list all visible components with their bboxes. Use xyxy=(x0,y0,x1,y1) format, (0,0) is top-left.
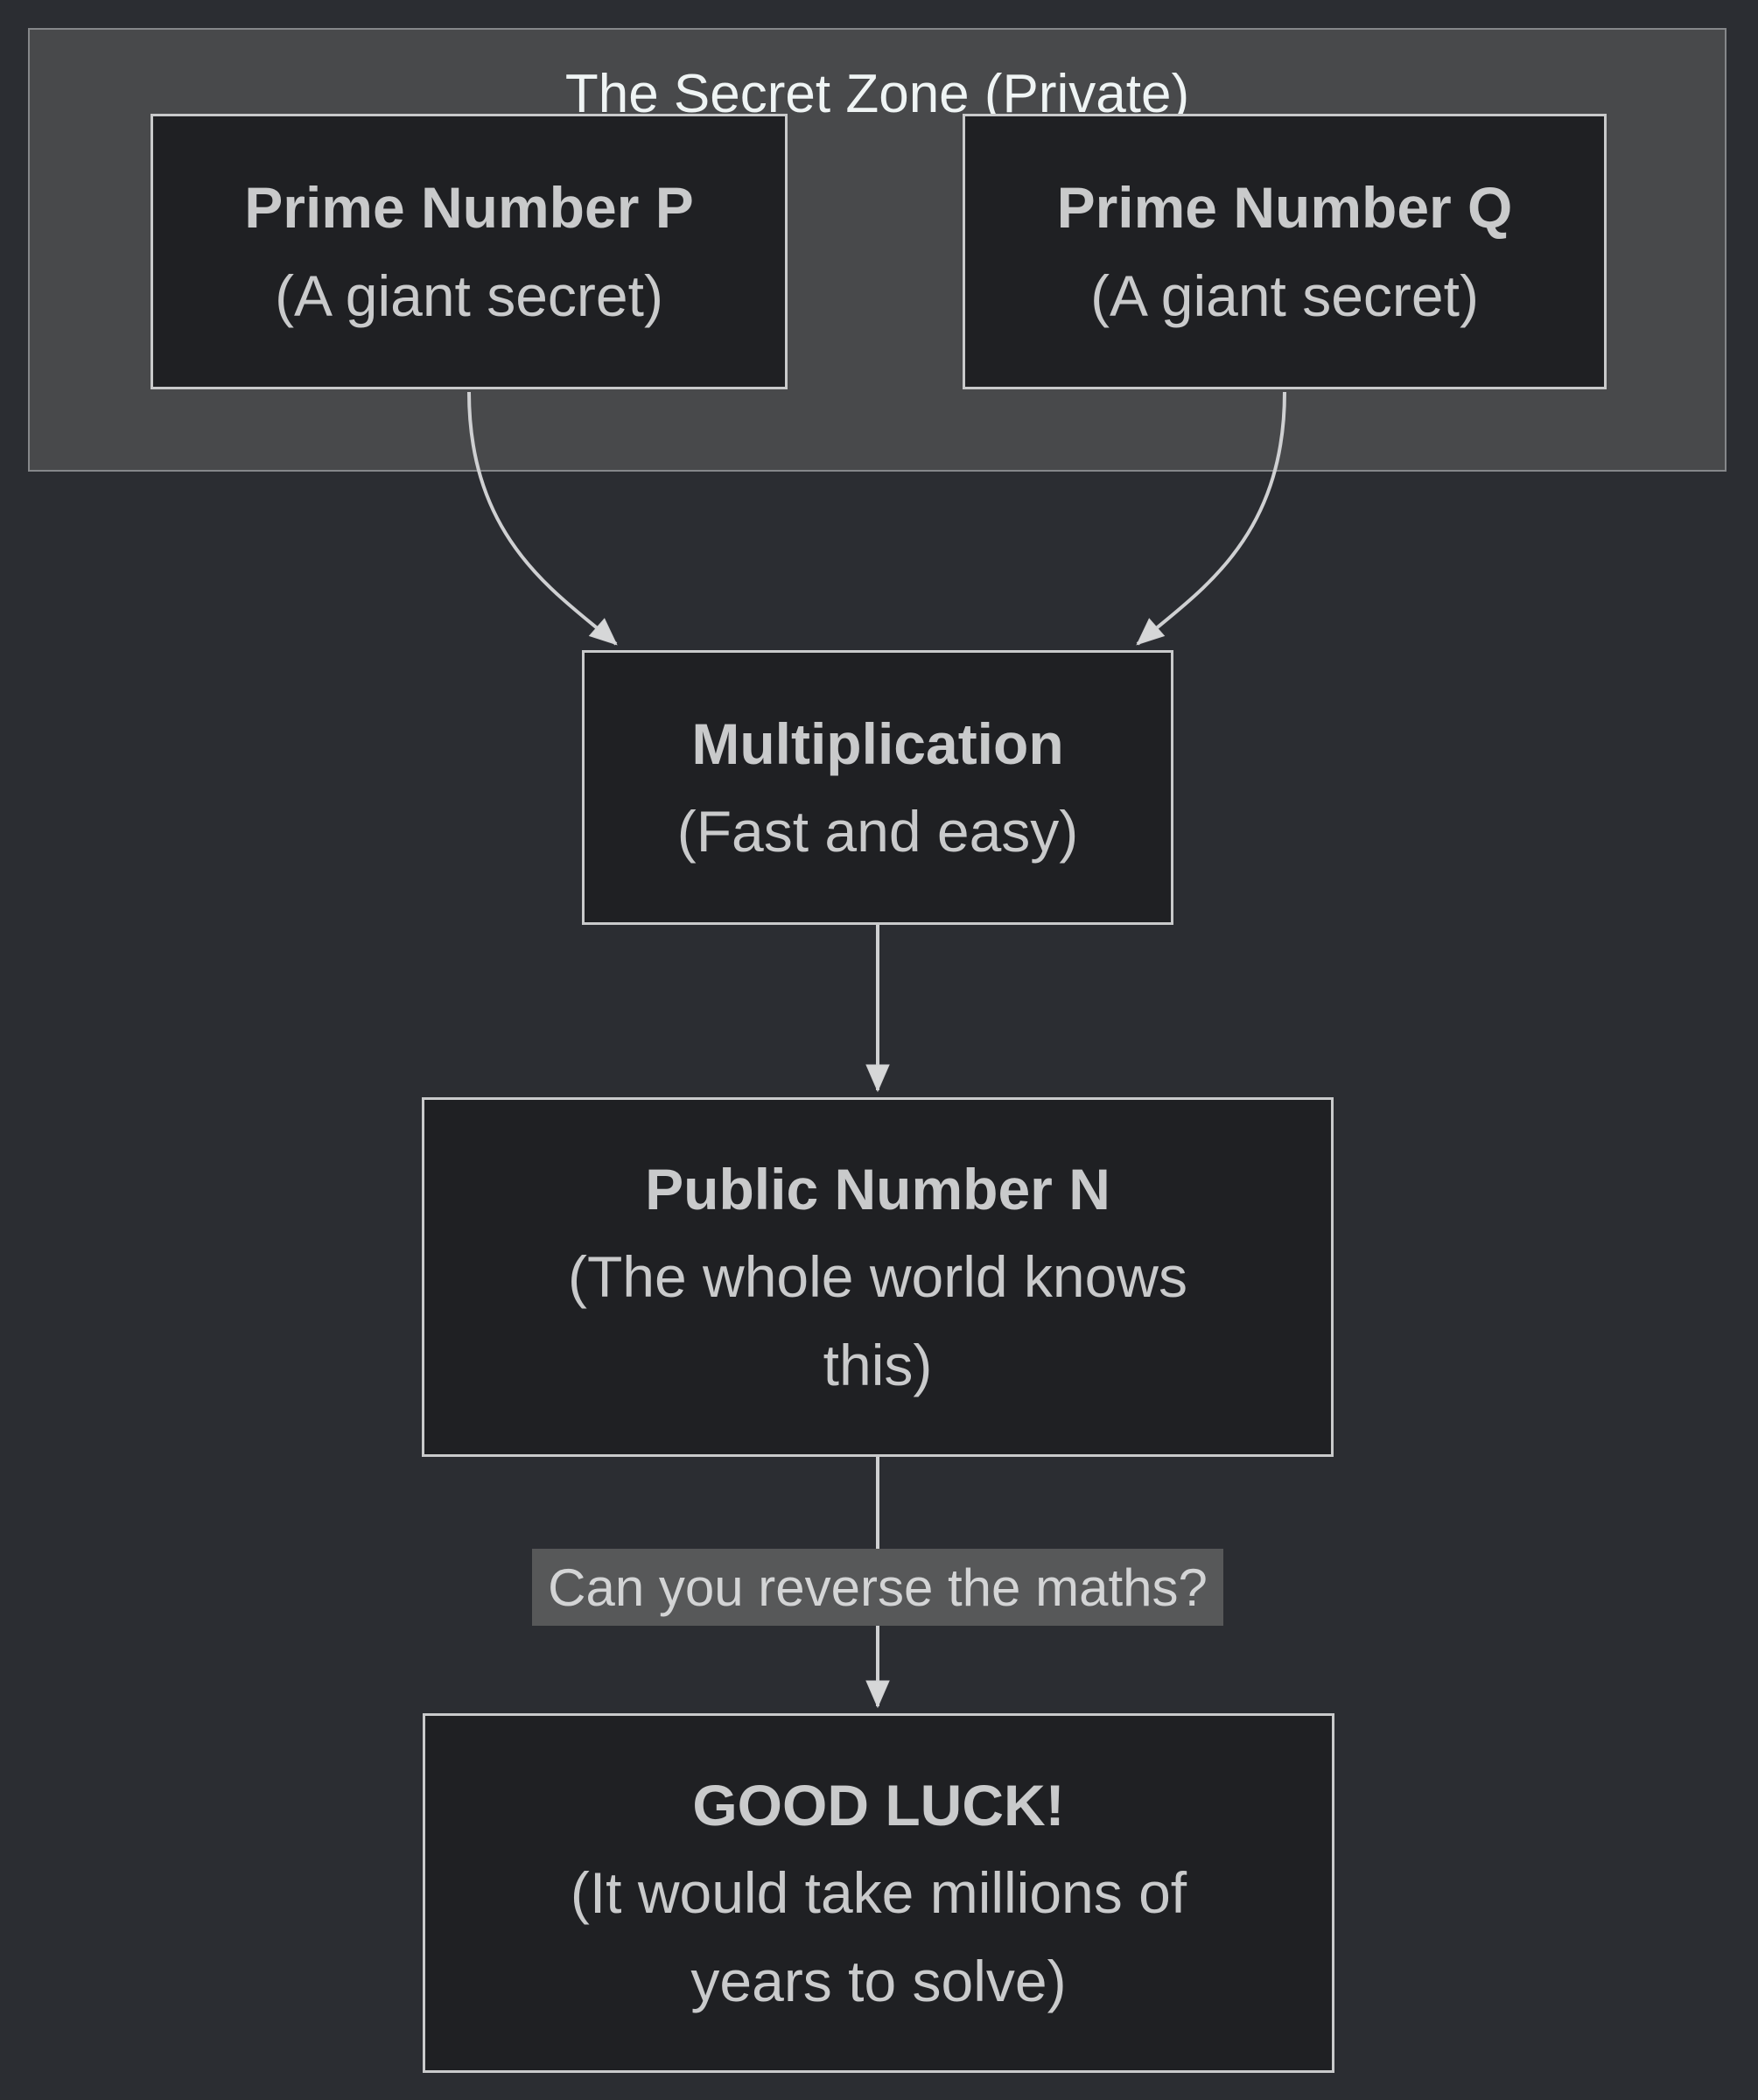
node-multiplication: Multiplication (Fast and easy) xyxy=(582,650,1173,925)
node-multiplication-title: Multiplication xyxy=(691,710,1064,776)
node-good-luck-title: GOOD LUCK! xyxy=(692,1773,1065,1838)
node-public-n-title: Public Number N xyxy=(645,1157,1110,1222)
node-good-luck: GOOD LUCK! (It would take millions of ye… xyxy=(423,1713,1334,2073)
node-prime-q: Prime Number Q (A giant secret) xyxy=(963,114,1607,389)
node-prime-q-subtitle: (A giant secret) xyxy=(1090,262,1479,328)
node-prime-p: Prime Number P (A giant secret) xyxy=(151,114,788,389)
node-public-n: Public Number N (The whole world knows t… xyxy=(422,1097,1334,1457)
node-good-luck-subtitle: (It would take millions of years to solv… xyxy=(570,1860,1187,2013)
node-public-n-subtitle: (The whole world knows this) xyxy=(568,1244,1187,1397)
node-prime-q-title: Prime Number Q xyxy=(1056,175,1513,241)
node-multiplication-subtitle: (Fast and easy) xyxy=(676,799,1079,864)
edge-label-reverse-maths: Can you reverse the maths? xyxy=(532,1549,1223,1626)
node-prime-p-subtitle: (A giant secret) xyxy=(275,262,663,328)
node-prime-p-title: Prime Number P xyxy=(244,175,694,241)
